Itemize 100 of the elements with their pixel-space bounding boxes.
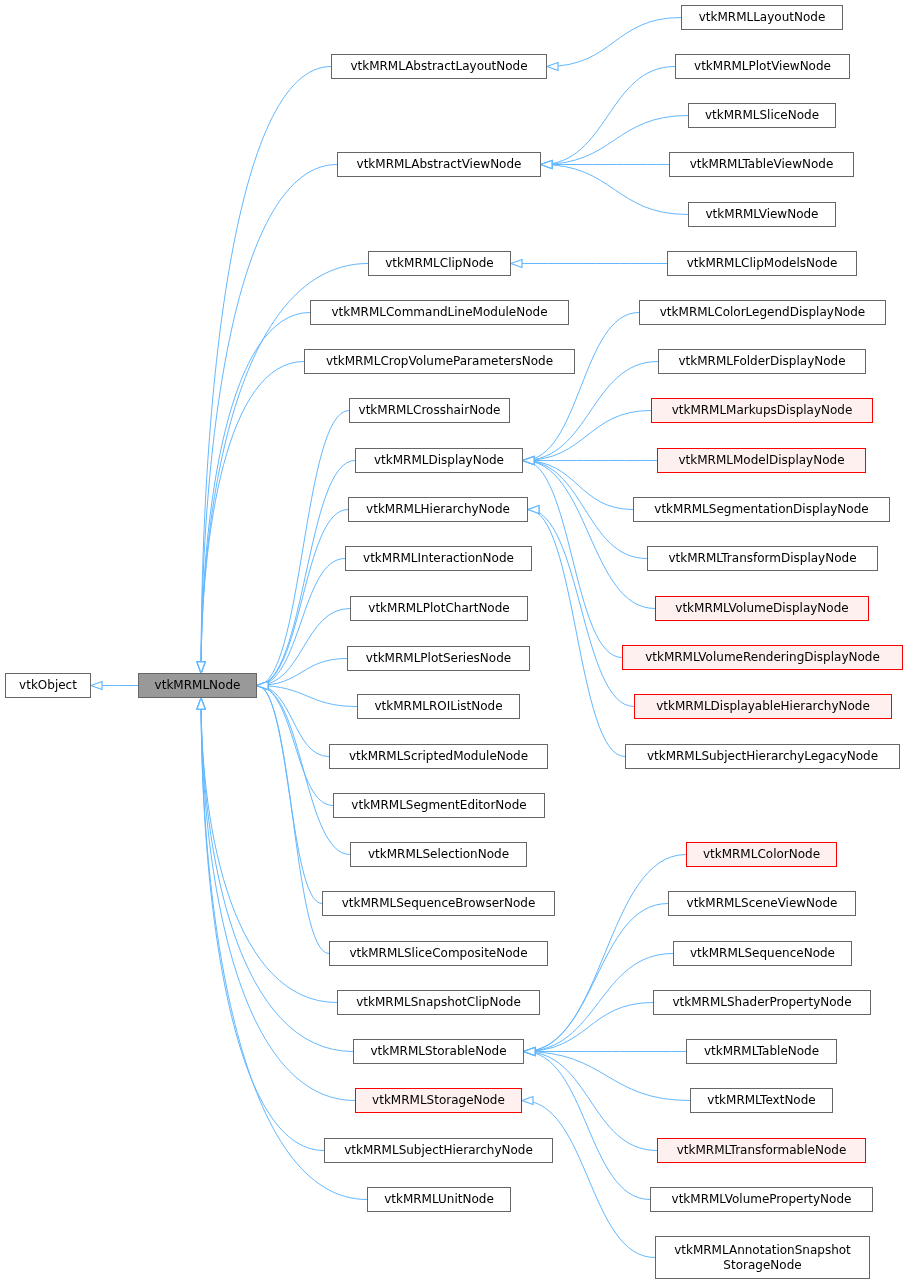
- class-name: vtkMRMLROIListNode: [374, 699, 503, 714]
- class-name: vtkMRMLSegmentEditorNode: [351, 798, 527, 813]
- class-box: [350, 842, 527, 867]
- class-name: vtkMRMLSelectionNode: [367, 847, 510, 862]
- class-box: [655, 596, 869, 621]
- class-box: [639, 300, 886, 325]
- class-name: vtkMRMLPlotChartNode: [368, 601, 510, 616]
- class-box: [5, 673, 91, 698]
- class-box: [329, 941, 548, 966]
- class-name: vtkMRMLTableNode: [703, 1044, 820, 1059]
- class-name: vtkMRMLSequenceNode: [690, 946, 835, 961]
- inheritance-arrow: [540, 160, 689, 215]
- class-box: [622, 645, 903, 670]
- class-box: [686, 1039, 837, 1064]
- class-box: [368, 251, 511, 276]
- inheritance-arrow: [196, 697, 368, 1200]
- class-name: vtkObject: [19, 678, 77, 693]
- class-box: [667, 251, 857, 276]
- class-name: vtkMRMLUnitNode: [384, 1192, 494, 1207]
- class-name: vtkMRMLTableViewNode: [689, 157, 834, 172]
- class-box: [669, 152, 854, 177]
- class-name: vtkMRMLClipModelsNode: [686, 256, 838, 271]
- class-name: vtkMRMLSegmentationDisplayNode: [654, 502, 869, 517]
- class-box: [655, 1236, 870, 1279]
- class-box: [658, 349, 866, 374]
- class-box: [337, 990, 540, 1015]
- class-box: [651, 398, 873, 423]
- class-name: vtkMRMLSequenceBrowserNode: [341, 896, 536, 911]
- class-name: vtkMRMLVolumePropertyNode: [671, 1192, 852, 1207]
- class-box: [673, 941, 852, 966]
- class-box: [357, 694, 520, 719]
- inheritance-arrow: [546, 17, 682, 71]
- class-name: vtkMRMLCrosshairNode: [358, 403, 501, 418]
- class-box: [331, 54, 547, 79]
- class-box: [310, 300, 569, 325]
- class-box: [686, 842, 837, 867]
- class-box: [350, 596, 528, 621]
- class-box: [345, 546, 532, 571]
- class-box: [329, 744, 548, 769]
- class-name: vtkMRMLModelDisplayNode: [678, 453, 845, 468]
- class-name: vtkMRMLVolumeRenderingDisplayNode: [645, 650, 880, 665]
- class-box: [650, 1187, 873, 1212]
- class-box: [647, 546, 878, 571]
- class-name: vtkMRMLFolderDisplayNode: [678, 354, 846, 369]
- class-name: vtkMRMLScriptedModuleNode: [348, 749, 529, 764]
- class-box: [367, 1187, 511, 1212]
- class-name: vtkMRMLMarkupsDisplayNode: [671, 403, 853, 418]
- class-box: [304, 349, 575, 374]
- class-name: vtkMRMLTextNode: [707, 1093, 816, 1108]
- inheritance-arrow: [521, 1098, 656, 1258]
- class-name: vtkMRMLSubjectHierarchyNode: [344, 1143, 533, 1158]
- class-name: vtkMRMLClipNode: [385, 256, 494, 271]
- inheritance-arrow: [523, 1049, 651, 1200]
- class-name: vtkMRMLSceneViewNode: [686, 896, 838, 911]
- class-name: vtkMRMLPlotViewNode: [694, 59, 831, 74]
- class-name: vtkMRMLStorageNode: [372, 1093, 505, 1108]
- class-box: [347, 646, 530, 671]
- class-name: vtkMRMLHierarchyNode: [366, 502, 510, 517]
- class-box: [625, 744, 900, 769]
- class-box: [653, 990, 871, 1015]
- class-box: [681, 5, 843, 30]
- class-name: vtkMRMLLayoutNode: [698, 10, 826, 25]
- class-name: vtkMRMLDisplayableHierarchyNode: [656, 699, 870, 714]
- class-box: [688, 202, 836, 227]
- class-box: [355, 1088, 522, 1113]
- class-name: vtkMRMLVolumeDisplayNode: [675, 601, 849, 616]
- class-name: vtkMRMLSliceCompositeNode: [349, 946, 528, 961]
- class-box: [633, 497, 890, 522]
- class-box: [353, 1039, 524, 1064]
- class-box: [690, 1088, 833, 1113]
- class-name: vtkMRMLCropVolumeParametersNode: [325, 354, 554, 369]
- class-name: vtkMRMLColorNode: [702, 847, 821, 862]
- class-box: [668, 891, 856, 916]
- class-box: [138, 673, 257, 698]
- class-box: [337, 152, 541, 177]
- class-name: vtkMRMLAnnotationSnapshot StorageNode: [673, 1242, 852, 1273]
- class-box: [657, 1138, 866, 1163]
- class-box: [333, 793, 545, 818]
- class-name: vtkMRMLSubjectHierarchyLegacyNode: [646, 749, 879, 764]
- class-box: [322, 891, 555, 916]
- class-name: vtkMRMLAbstractViewNode: [356, 157, 522, 172]
- inheritance-arrow: [90, 680, 139, 691]
- class-name: vtkMRMLStorableNode: [370, 1044, 507, 1059]
- class-box: [324, 1138, 553, 1163]
- class-name: vtkMRMLTransformableNode: [676, 1143, 847, 1158]
- class-name: vtkMRMLColorLegendDisplayNode: [659, 305, 866, 320]
- class-name: vtkMRMLSliceNode: [704, 108, 820, 123]
- class-name: vtkMRMLDisplayNode: [373, 453, 504, 468]
- class-name: vtkMRMLSnapshotClipNode: [356, 995, 521, 1010]
- class-name: vtkMRMLShaderPropertyNode: [672, 995, 852, 1010]
- class-name: vtkMRMLPlotSeriesNode: [365, 651, 512, 666]
- class-box: [675, 54, 850, 79]
- class-box: [657, 448, 866, 473]
- class-box: [355, 448, 523, 473]
- class-name: vtkMRMLNode: [154, 678, 241, 693]
- class-name: vtkMRMLCommandLineModuleNode: [331, 305, 548, 320]
- class-box: [348, 497, 528, 522]
- class-box: [349, 398, 510, 423]
- class-box: [688, 103, 836, 128]
- inheritance-arrow: [510, 258, 668, 269]
